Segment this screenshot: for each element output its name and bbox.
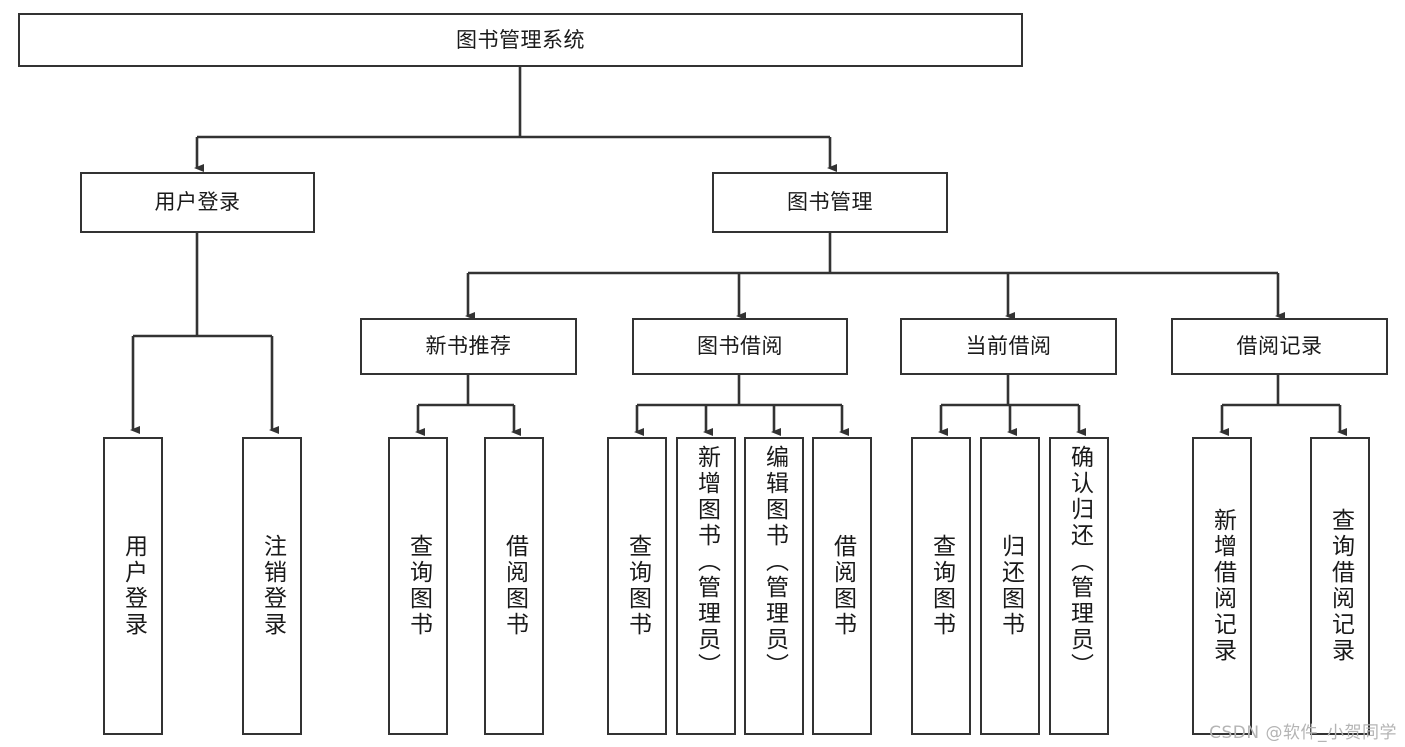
leaf-borrow-record-add-record[interactable]: 新增借阅记录	[1192, 437, 1252, 735]
node-label: 查询图书	[928, 534, 955, 638]
leaf-borrow-record-query-record[interactable]: 查询借阅记录	[1310, 437, 1370, 735]
node-label: 归还图书	[997, 534, 1024, 638]
node-book-management[interactable]: 图书管理	[712, 172, 948, 233]
node-label: 确认归还（管理员）	[1066, 445, 1093, 679]
node-label: 借阅图书	[829, 534, 856, 638]
leaf-book-borrow-query-book[interactable]: 查询图书	[607, 437, 667, 735]
node-root-book-management-system[interactable]: 图书管理系统	[18, 13, 1023, 67]
node-borrow-record[interactable]: 借阅记录	[1171, 318, 1388, 375]
leaf-new-book-borrow-book[interactable]: 借阅图书	[484, 437, 544, 735]
node-label: 查询图书	[624, 534, 651, 638]
node-label: 当前借阅	[965, 334, 1052, 359]
node-label: 注销登录	[259, 534, 286, 638]
leaf-book-borrow-borrow-book[interactable]: 借阅图书	[812, 437, 872, 735]
node-label: 查询借阅记录	[1327, 508, 1354, 664]
node-label: 图书管理	[787, 190, 873, 215]
leaf-current-borrow-confirm-return-admin[interactable]: 确认归还（管理员）	[1049, 437, 1109, 735]
node-label: 图书管理系统	[456, 27, 585, 52]
node-current-borrow[interactable]: 当前借阅	[900, 318, 1117, 375]
leaf-user-login-logout[interactable]: 注销登录	[242, 437, 302, 735]
node-label: 查询图书	[405, 534, 432, 638]
node-label: 新增借阅记录	[1209, 508, 1236, 664]
node-new-book-recommendation[interactable]: 新书推荐	[360, 318, 577, 375]
leaf-current-borrow-return-book[interactable]: 归还图书	[980, 437, 1040, 735]
leaf-user-login-login[interactable]: 用户登录	[103, 437, 163, 735]
leaf-book-borrow-add-book-admin[interactable]: 新增图书（管理员）	[676, 437, 736, 735]
node-label: 用户登录	[154, 190, 241, 215]
node-label: 新书推荐	[425, 334, 512, 359]
node-label: 借阅记录	[1236, 334, 1323, 359]
node-label: 用户登录	[120, 534, 147, 638]
node-label: 图书借阅	[697, 334, 783, 359]
node-book-borrow[interactable]: 图书借阅	[632, 318, 848, 375]
node-label: 编辑图书（管理员）	[761, 445, 788, 679]
leaf-new-book-query-book[interactable]: 查询图书	[388, 437, 448, 735]
node-user-login[interactable]: 用户登录	[80, 172, 315, 233]
node-label: 新增图书（管理员）	[693, 445, 720, 679]
csdn-watermark: CSDN @软件_小贺同学	[1209, 723, 1397, 743]
node-label: 借阅图书	[501, 534, 528, 638]
leaf-current-borrow-query-book[interactable]: 查询图书	[911, 437, 971, 735]
leaf-book-borrow-edit-book-admin[interactable]: 编辑图书（管理员）	[744, 437, 804, 735]
